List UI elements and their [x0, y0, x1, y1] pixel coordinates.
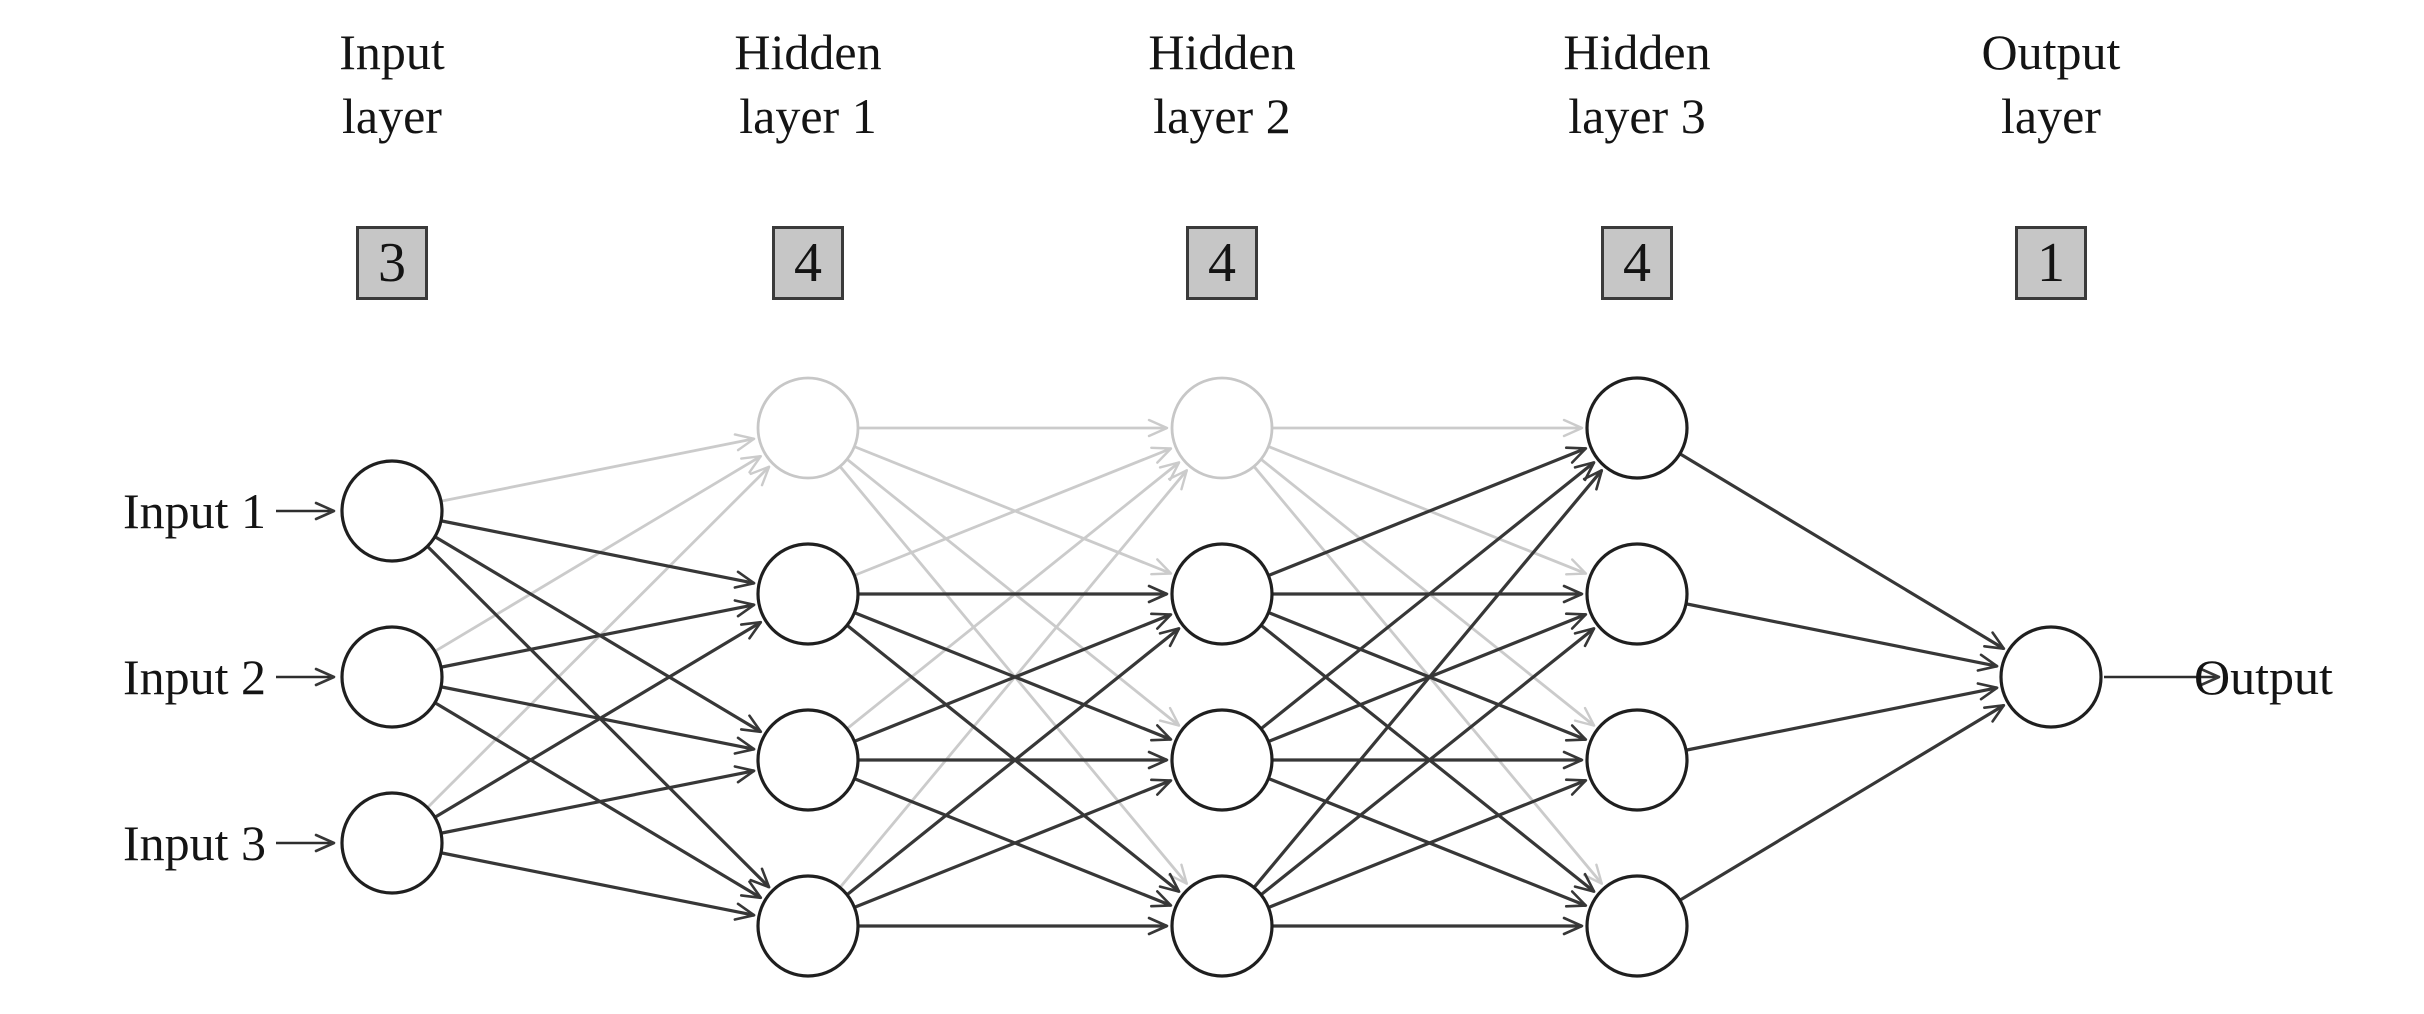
neuron-hidden2-4	[1170, 874, 1274, 978]
layer-header-hidden2: Hidden layer 2	[1052, 20, 1392, 148]
layer-header-input: Input layer	[222, 20, 562, 148]
layer-header-line1: Hidden	[1563, 24, 1711, 80]
edge-hidden3-4-to-output-1	[1679, 703, 2006, 902]
neuron-input-2	[340, 625, 444, 729]
edge-input-3-to-hidden1-3	[441, 765, 756, 835]
dropped-connections-group	[427, 418, 1604, 888]
neuron-hidden1-4	[756, 874, 860, 978]
edge-hidden2-4-to-hidden3-1	[1253, 468, 1604, 888]
neuron-hidden1-3	[756, 708, 860, 812]
edge-input-1-to-hidden1-2	[441, 519, 756, 589]
edge-hidden3-3-to-output-1	[1686, 682, 1999, 752]
layer-header-output: Output layer	[1881, 20, 2221, 148]
edge-hidden1-3-to-hidden2-2	[854, 612, 1173, 743]
layer-header-line2: layer 2	[1153, 88, 1291, 144]
neuron-input-3	[340, 791, 444, 895]
edge-hidden3-1-to-output-1	[1679, 452, 2006, 651]
neuron-input-1	[340, 459, 444, 563]
layer-header-hidden3: Hidden layer 3	[1467, 20, 1807, 148]
neuron-hidden3-2	[1585, 542, 1689, 646]
edge-hidden2-4-to-hidden3-3	[1268, 778, 1588, 909]
layer-size-badge-hidden3: 4	[1601, 226, 1673, 300]
edge-hidden2-4-to-hidden3-2	[1260, 627, 1596, 896]
neurons-group	[340, 376, 2103, 978]
layer-header-hidden1: Hidden layer 1	[638, 20, 978, 148]
layer-header-line1: Output	[1981, 24, 2121, 80]
layer-header-line1: Hidden	[1148, 24, 1296, 80]
edge-hidden2-2-to-hidden3-1	[1268, 446, 1588, 577]
layer-header-line1: Input	[339, 24, 445, 80]
layer-size-badge-hidden1: 4	[772, 226, 844, 300]
edge-hidden3-2-to-output-1	[1686, 602, 1999, 672]
neuron-hidden3-1	[1585, 376, 1689, 480]
input-3-label: Input 3	[122, 815, 266, 871]
layer-header-line2: layer	[342, 88, 442, 144]
layer-header-line2: layer 3	[1568, 88, 1706, 144]
neuron-hidden2-1-inactive	[1170, 376, 1274, 480]
input-1-label: Input 1	[122, 483, 266, 539]
layer-size-badge-input: 3	[356, 226, 428, 300]
output-label: Output	[2194, 649, 2333, 705]
neuron-hidden2-3	[1170, 708, 1274, 812]
edge-hidden2-3-to-hidden3-1	[1260, 461, 1596, 730]
layer-size-badge-output: 1	[2015, 226, 2087, 300]
edge-input-3-to-hidden1-4	[441, 851, 756, 921]
edge-hidden1-4-to-hidden2-3	[854, 778, 1173, 909]
edge-hidden1-4-to-hidden2-2	[846, 627, 1181, 896]
edge-input-1-to-hidden1-1	[441, 433, 756, 503]
edge-input-3-to-hidden1-2	[434, 620, 763, 819]
edge-hidden1-2-to-hidden2-1	[854, 446, 1173, 577]
input-output-arrows-group	[276, 501, 2221, 853]
neuron-hidden3-4	[1585, 874, 1689, 978]
layer-header-line2: layer	[2001, 88, 2101, 144]
neuron-hidden1-1-inactive	[756, 376, 860, 480]
layer-header-line1: Hidden	[734, 24, 882, 80]
active-connections-group	[426, 446, 2006, 936]
input-2-label: Input 2	[122, 649, 266, 705]
neuron-hidden3-3	[1585, 708, 1689, 812]
layer-size-badge-hidden2: 4	[1186, 226, 1258, 300]
layer-header-line2: layer 1	[739, 88, 877, 144]
edge-input-2-to-hidden1-2	[441, 599, 756, 669]
neuron-hidden1-2	[756, 542, 860, 646]
neuron-hidden2-2	[1170, 542, 1274, 646]
neuron-output-1	[1999, 625, 2103, 729]
